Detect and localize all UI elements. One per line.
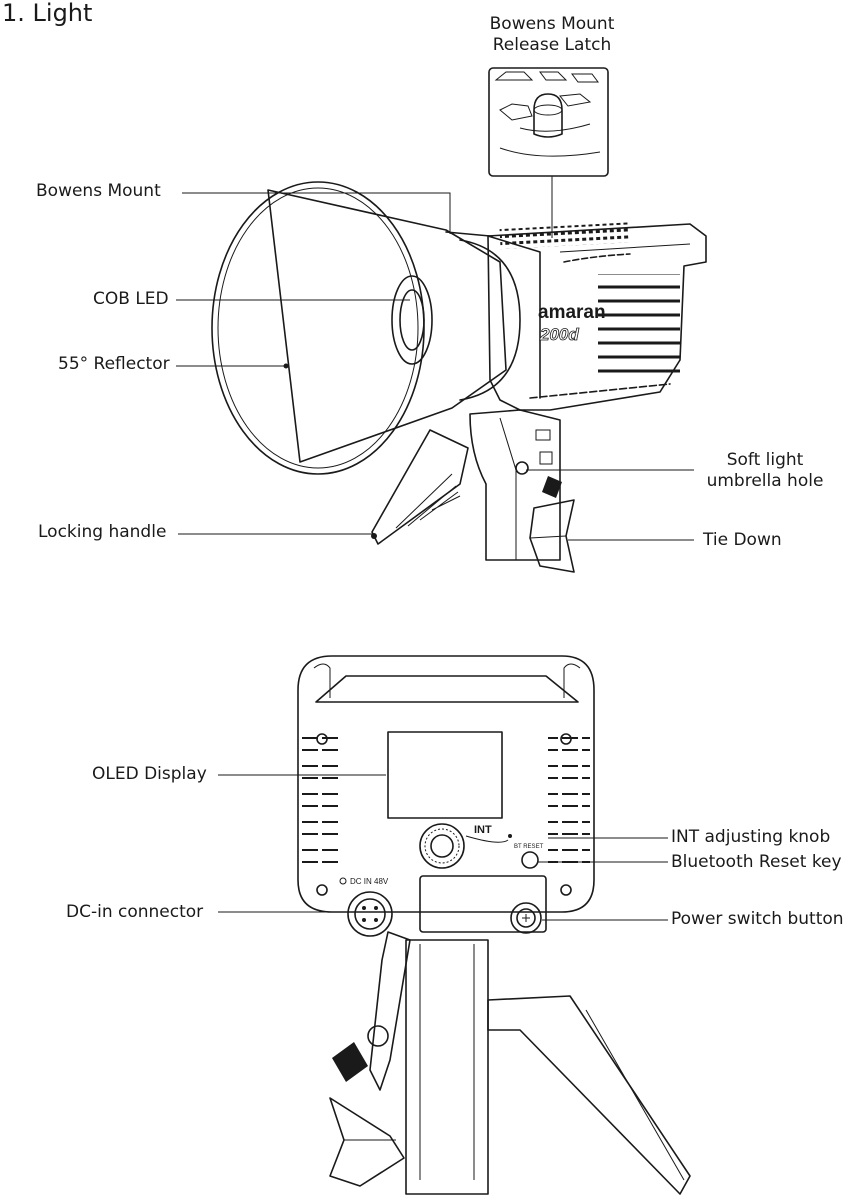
label-bt-reset: Bluetooth Reset key <box>671 852 842 872</box>
label-tie-down: Tie Down <box>703 530 782 550</box>
label-line: umbrella hole <box>706 471 824 491</box>
yoke-stand <box>329 931 691 1195</box>
yoke <box>469 409 575 573</box>
bt-reset-button[interactable] <box>521 851 539 869</box>
bt-reset-label: BT RESET <box>514 844 544 850</box>
model-label: 200d <box>539 325 579 344</box>
label-oled-display: OLED Display <box>92 764 207 784</box>
rear-housing <box>297 655 595 913</box>
bottom-leader-lines <box>218 774 668 921</box>
reflector <box>211 181 521 475</box>
label-locking-handle: Locking handle <box>38 522 167 542</box>
label-line: Bowens Mount <box>489 14 615 34</box>
label-dc-in: DC-in connector <box>66 902 204 922</box>
int-knob[interactable] <box>419 823 465 869</box>
int-label: INT <box>474 824 492 836</box>
release-latch-inset <box>488 67 609 177</box>
connector-panel: DC IN 48V <box>339 875 547 937</box>
label-power-switch: Power switch button <box>671 909 844 929</box>
section-title: 1. Light <box>2 0 93 27</box>
light-housing: amaran 200d <box>487 222 707 411</box>
label-bowens-release-latch: Bowens Mount Release Latch <box>462 14 642 56</box>
locking-handle <box>371 429 469 545</box>
oled-display <box>387 731 503 819</box>
label-umbrella-hole: Soft light umbrella hole <box>694 450 836 492</box>
label-int-knob: INT adjusting knob <box>671 827 831 847</box>
power-switch[interactable] <box>510 902 542 934</box>
light-side-illustration: amaran 200d <box>176 67 707 573</box>
label-line: Soft light <box>726 450 804 470</box>
label-line: Release Latch <box>492 35 612 55</box>
dc-in-connector[interactable] <box>347 891 393 937</box>
label-cob-led: COB LED <box>93 289 169 309</box>
label-bowens-mount: Bowens Mount <box>36 181 161 201</box>
label-reflector: 55° Reflector <box>58 354 170 374</box>
dc-in-label: DC IN 48V <box>350 877 389 886</box>
top-leader-lines <box>176 176 694 541</box>
brand-logo: amaran <box>538 302 606 323</box>
